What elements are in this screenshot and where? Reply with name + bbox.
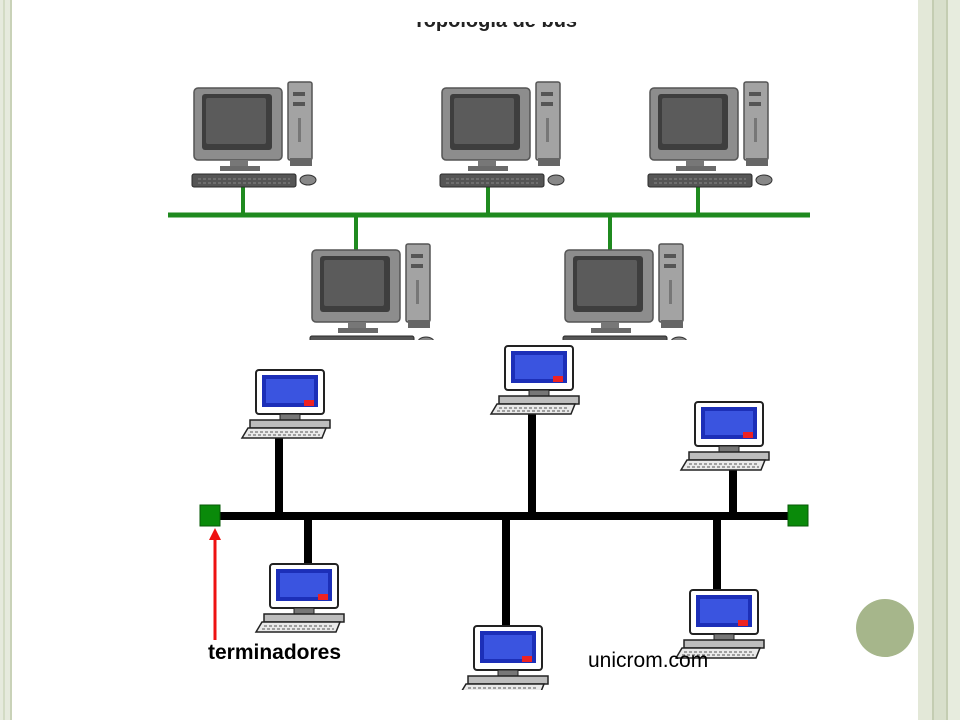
right-stripe-5: [948, 0, 960, 720]
terminal-computer-icon: [675, 589, 765, 659]
desktop-computer-icon: [309, 243, 435, 340]
terminal-computer-icon: [459, 625, 549, 690]
terminal-computer-icon: [255, 563, 345, 633]
bus-topology-diagram-terminals: [199, 345, 809, 690]
right-stripe-1: [918, 0, 932, 720]
slide-left-border-line: [3, 0, 5, 720]
slide-right-panel: [918, 0, 960, 720]
desktop-computer-icon: [191, 81, 317, 188]
desktop-computer-icon: [647, 81, 773, 188]
source-label: unicrom.com: [588, 649, 709, 672]
terminal-computer-icon: [490, 345, 580, 415]
diagram-caption-text: Topología de bus: [413, 22, 577, 32]
terminators-label: terminadores: [208, 641, 342, 664]
terminator-left: [199, 504, 221, 527]
desktop-computer-icon: [439, 81, 565, 188]
slide-left-border: [0, 0, 12, 720]
circle-button-icon[interactable]: [856, 599, 914, 657]
right-stripe-4: [946, 0, 948, 720]
terminator-arrow-head: [209, 528, 221, 540]
desktop-computer-icon: [562, 243, 688, 340]
bus-topology-diagram-desktops: [168, 81, 810, 340]
terminal-computer-icon: [680, 401, 770, 471]
terminal-computer-icon: [241, 369, 331, 439]
right-stripe-2: [932, 0, 934, 720]
terminator-right: [787, 504, 809, 527]
right-stripe-3: [934, 0, 946, 720]
diagram-caption: Topología de bus: [400, 22, 590, 50]
